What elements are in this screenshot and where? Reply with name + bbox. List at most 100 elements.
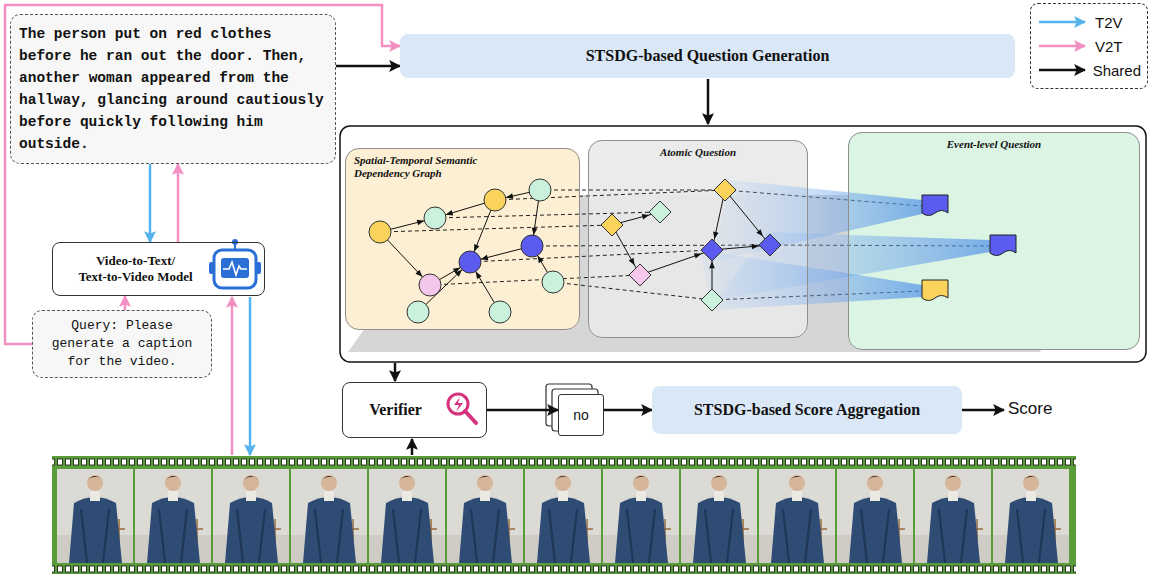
- video-frame: [213, 469, 289, 563]
- question-panel: Event-level Question: [848, 132, 1140, 350]
- legend-sample: [1037, 63, 1087, 77]
- legend: T2V V2T Shared: [1030, 3, 1148, 89]
- legend-label: V2T: [1095, 38, 1123, 55]
- video-frame: [915, 469, 991, 563]
- video-frame: [447, 469, 523, 563]
- connector: [177, 164, 180, 242]
- dashed-link: [430, 275, 640, 285]
- legend-label: T2V: [1095, 14, 1123, 31]
- event-docs: [922, 195, 1016, 301]
- graph-node: [369, 221, 391, 243]
- graph-nodes: [369, 179, 564, 323]
- screen: [221, 258, 249, 278]
- graph-panel: Spatial-Temporal Semantic Dependency Gra…: [345, 148, 580, 330]
- handle: [465, 411, 476, 423]
- dashed-link: [435, 212, 660, 218]
- connector: [487, 409, 558, 412]
- connector: [5, 5, 400, 344]
- model-box: Video-to-Text/ Text-to-Video Model: [52, 242, 265, 296]
- atomic-diamond: [701, 289, 723, 311]
- panel-fill: [345, 148, 580, 330]
- atomic-diamond: [649, 201, 671, 223]
- legend-sample: [1037, 39, 1089, 53]
- fan: [700, 250, 922, 310]
- graph-node: [484, 189, 506, 211]
- graph-node: [407, 301, 429, 323]
- node-label: STSDG-based Question Generation: [586, 47, 830, 65]
- video-frame: [135, 469, 211, 563]
- video-frame: [525, 469, 601, 563]
- video-frame: [369, 469, 445, 563]
- question-panel: Atomic Question: [588, 140, 808, 338]
- graph-node: [542, 271, 564, 293]
- arrow: [707, 79, 710, 124]
- dashed-link: [540, 190, 725, 191]
- connector: [124, 296, 127, 310]
- verifier-icon: [448, 394, 476, 423]
- legend-arrow: [1039, 45, 1085, 48]
- node-label: Query: Please generate a caption for the…: [41, 317, 203, 371]
- graph-node: [419, 274, 441, 296]
- node-label: STSDG-based Score Aggregation: [694, 401, 920, 419]
- caption-box: The person put on red clothes before he …: [10, 14, 336, 164]
- dashed-link: [553, 282, 712, 300]
- event-doc: [922, 195, 948, 216]
- film-strip: [52, 456, 1076, 574]
- atomic-diamond: [601, 214, 623, 236]
- query-box: Query: Please generate a caption for the…: [32, 310, 212, 378]
- video-frame: [759, 469, 835, 563]
- atomic-diamond: [629, 264, 651, 286]
- pulse: [223, 262, 247, 275]
- sprocket-row: [52, 457, 1076, 467]
- node-label: Video-to-Text/ Text-to-Video Model: [61, 253, 210, 284]
- robot-head: [214, 250, 256, 288]
- dashed-link: [380, 225, 612, 232]
- graph-panel: [340, 126, 1146, 362]
- atomic-diamond: [759, 234, 781, 256]
- sprocket-row: [52, 564, 1076, 574]
- node-label: The person put on red clothes before he …: [19, 23, 327, 155]
- answer-card: no: [558, 394, 604, 436]
- legend-arrow: [1039, 21, 1085, 24]
- dashed-link: [470, 250, 712, 262]
- graph-arrow: [640, 250, 712, 275]
- panel-title: Spatial-Temporal Semantic Dependency Gra…: [354, 154, 504, 179]
- process-box: STSDG-based Question Generation: [400, 34, 1015, 78]
- atomic-diamond: [701, 239, 723, 261]
- atomic-nodes: [601, 179, 781, 311]
- legend-row: T2V: [1037, 14, 1141, 31]
- connector: [336, 65, 400, 68]
- connector: [604, 409, 652, 412]
- video-frame: [837, 469, 913, 563]
- video-frame: [291, 469, 367, 563]
- graph-arrow: [725, 190, 770, 245]
- process-box: STSDG-based Score Aggregation: [652, 386, 962, 434]
- video-frame: [603, 469, 679, 563]
- video-frame: [681, 469, 757, 563]
- node-label: Verifier: [369, 401, 422, 419]
- arrow: [394, 363, 397, 381]
- graph-arrows: [380, 190, 770, 312]
- event-doc: [922, 280, 948, 301]
- event-doc: [990, 235, 1016, 256]
- legend-row: V2T: [1037, 38, 1141, 55]
- arrow: [411, 439, 414, 455]
- output-label: Score: [1008, 399, 1052, 419]
- panel-title: Atomic Question: [660, 146, 736, 159]
- spark: [454, 397, 463, 412]
- verifier-box: Verifier: [342, 382, 487, 438]
- video-frame: [993, 469, 1069, 563]
- node-label: no: [573, 407, 589, 423]
- atomic-diamond: [714, 179, 736, 201]
- arrow: [962, 409, 1004, 412]
- video-frame: [57, 469, 133, 563]
- legend-row: Shared: [1037, 62, 1141, 79]
- graph-node: [459, 251, 481, 273]
- graph-node: [521, 235, 543, 257]
- graph-node: [529, 179, 551, 201]
- legend-sample: [1037, 15, 1089, 29]
- connector: [149, 164, 152, 242]
- legend-label: Shared: [1093, 62, 1141, 79]
- legend-arrow: [1039, 69, 1085, 72]
